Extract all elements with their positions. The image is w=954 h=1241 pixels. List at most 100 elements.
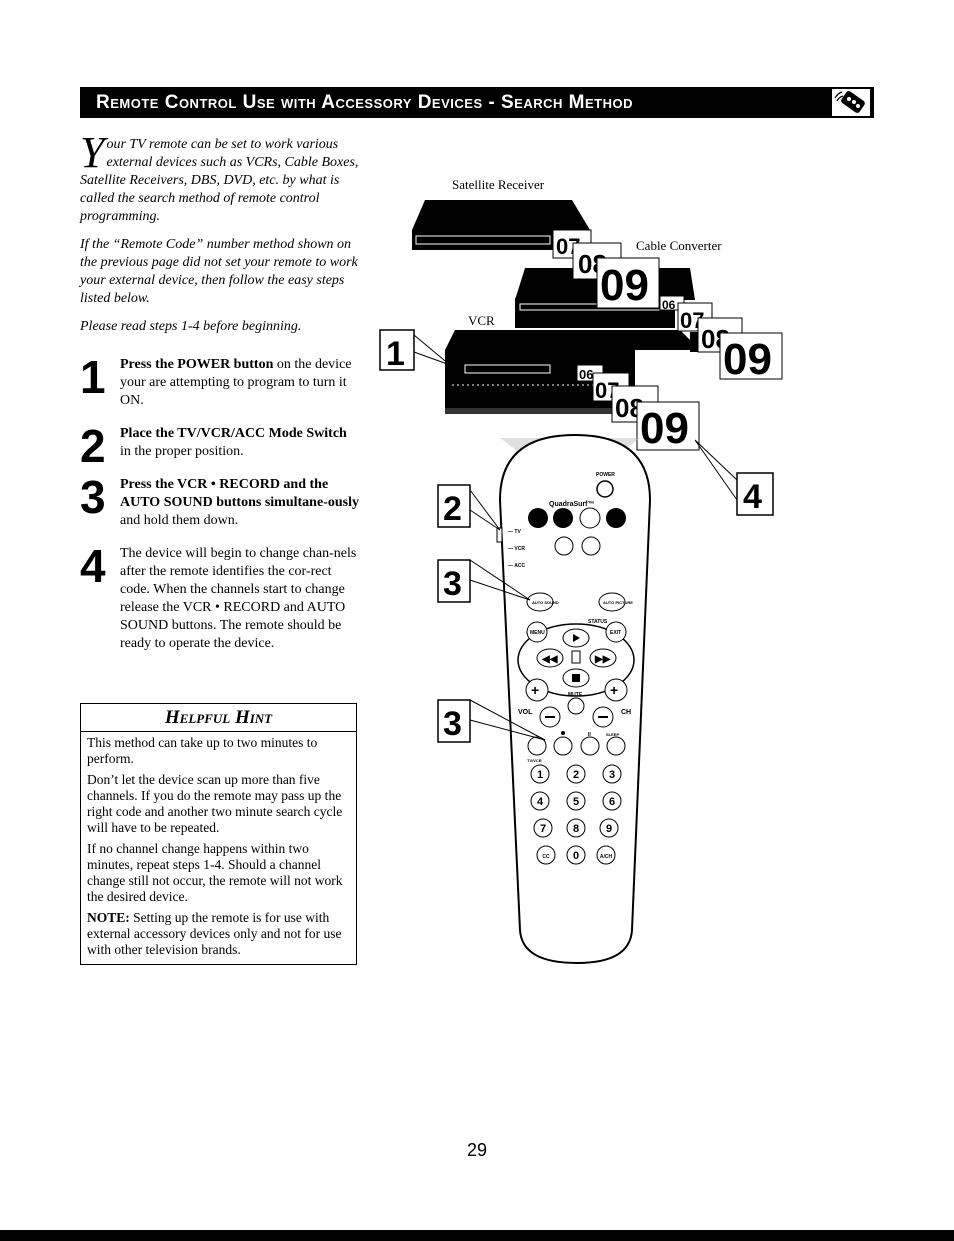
- svg-text:0: 0: [573, 850, 579, 862]
- svg-text:▶▶: ▶▶: [594, 654, 612, 665]
- smiley-button[interactable]: [581, 536, 601, 556]
- vcr-label: VCR: [468, 313, 495, 328]
- svg-text:3: 3: [443, 705, 462, 743]
- svg-text:6: 6: [609, 796, 615, 808]
- mode-switch[interactable]: [496, 527, 503, 543]
- hint-title: Helpful Hint: [81, 704, 356, 732]
- step-4: 4 The device will begin to change chan-n…: [80, 543, 360, 670]
- tv-vcr-button[interactable]: [527, 736, 547, 756]
- step-body: in the proper position.: [120, 444, 244, 459]
- svg-text:3: 3: [609, 769, 615, 781]
- svg-text:TV/VCR: TV/VCR: [527, 758, 542, 763]
- svg-text:A/CH: A/CH: [600, 854, 613, 860]
- step-number: 2: [80, 420, 106, 472]
- svg-text:8: 8: [573, 823, 579, 835]
- pause-button[interactable]: [580, 736, 600, 756]
- channel-up-button[interactable]: [604, 678, 628, 702]
- digit-button[interactable]: [566, 791, 586, 811]
- digit-button[interactable]: [566, 818, 586, 838]
- svg-text:SLEEP: SLEEP: [606, 732, 619, 737]
- quadrasurf-button[interactable]: [553, 508, 573, 528]
- digit-button[interactable]: [599, 818, 619, 838]
- step-3: 3 Press the VCR • RECORD and the AUTO SO…: [80, 471, 360, 532]
- svg-text:3: 3: [443, 565, 462, 603]
- svg-text:CC: CC: [542, 854, 550, 860]
- callout-2: 2: [437, 484, 501, 531]
- digit-button[interactable]: [566, 845, 586, 865]
- intro-paragraph-1: our TV remote can be set to work various…: [80, 137, 359, 224]
- fast-forward-button[interactable]: [589, 648, 617, 668]
- svg-text:9: 9: [606, 823, 612, 835]
- device-illustration: 07 08 09 06 07 08 09 06 07 08 09 POWER Q…: [379, 200, 783, 965]
- digit-button[interactable]: [530, 764, 550, 784]
- remote-icon: [832, 89, 870, 116]
- auto-sound-button[interactable]: [526, 592, 554, 612]
- step-1: 1 Press the POWER button on the device y…: [80, 354, 360, 411]
- sleep-button[interactable]: [606, 736, 626, 756]
- satellite-channel-display: 07 08 09: [552, 229, 660, 310]
- intro-paragraph-3: Please read steps 1-4 before beginning.: [80, 319, 302, 334]
- svg-text:4: 4: [743, 478, 762, 516]
- smiley-button[interactable]: [554, 536, 574, 556]
- cable-channel-display: 06 07 08 09: [659, 295, 783, 384]
- digit-button[interactable]: [602, 791, 622, 811]
- auto-picture-button[interactable]: [598, 592, 626, 612]
- svg-text:4: 4: [537, 796, 544, 808]
- header-title: Remote Control Use with Accessory Device…: [96, 92, 634, 113]
- callout-3a: 3: [437, 559, 531, 603]
- svg-text:— VCR: — VCR: [508, 546, 525, 552]
- satellite-receiver-device: [412, 200, 590, 250]
- quadrasurf-button[interactable]: [606, 508, 626, 528]
- svg-text:MENU: MENU: [530, 630, 545, 636]
- alt-channel-button[interactable]: [596, 845, 616, 865]
- vcr-channel-display: 06 07 08 09: [576, 364, 700, 453]
- mute-button[interactable]: [567, 697, 585, 715]
- digit-button[interactable]: [566, 764, 586, 784]
- svg-text:09: 09: [723, 335, 772, 384]
- callout-1: 1: [379, 329, 451, 373]
- svg-text:06: 06: [662, 298, 676, 312]
- svg-text:— TV: — TV: [508, 529, 521, 535]
- step-number: 3: [80, 471, 106, 523]
- svg-text:— ACC: — ACC: [508, 563, 525, 569]
- svg-text:AUTO SOUND: AUTO SOUND: [532, 600, 559, 605]
- rewind-button[interactable]: [536, 648, 564, 668]
- svg-text:5: 5: [573, 796, 579, 808]
- digit-button[interactable]: [533, 818, 553, 838]
- quadrasurf-button[interactable]: [528, 508, 548, 528]
- svg-text:06: 06: [579, 367, 593, 382]
- svg-text:09: 09: [600, 261, 649, 310]
- svg-text:1: 1: [537, 769, 543, 781]
- hint-note: NOTE: Setting up the remote is for use w…: [87, 910, 342, 957]
- exit-button[interactable]: [605, 621, 627, 643]
- svg-text:2: 2: [573, 769, 579, 781]
- digit-button[interactable]: [530, 791, 550, 811]
- bottom-bar: [0, 1230, 954, 1241]
- svg-text:2: 2: [443, 490, 462, 528]
- svg-text:◀◀: ◀◀: [541, 654, 558, 665]
- svg-text:09: 09: [640, 404, 689, 453]
- section-header: Remote Control Use with Accessory Device…: [80, 87, 874, 118]
- step-body: on the device your are attempting to pro…: [120, 357, 352, 408]
- svg-text:CH: CH: [621, 709, 631, 716]
- svg-text:II: II: [588, 732, 591, 738]
- cc-button[interactable]: [536, 845, 556, 865]
- menu-button[interactable]: [526, 621, 548, 643]
- svg-text:7: 7: [540, 823, 546, 835]
- volume-up-button[interactable]: [525, 678, 549, 702]
- intro-paragraph-2: If the “Remote Code” number method shown…: [80, 237, 358, 306]
- callout-3b: 3: [437, 699, 546, 743]
- digit-button[interactable]: [602, 764, 622, 784]
- hint-paragraph: Don’t let the device scan up more than f…: [87, 772, 343, 835]
- satellite-receiver-label: Satellite Receiver: [452, 177, 545, 192]
- hint-paragraph: If no channel change happens within two …: [87, 841, 343, 904]
- svg-text:QuadraSurf™: QuadraSurf™: [549, 501, 595, 508]
- svg-text:POWER: POWER: [596, 472, 615, 478]
- quadrasurf-button[interactable]: [579, 507, 601, 529]
- svg-text:+: +: [531, 682, 539, 698]
- svg-text:1: 1: [386, 335, 405, 373]
- record-button[interactable]: [553, 736, 573, 756]
- svg-text:EXIT: EXIT: [610, 630, 621, 636]
- power-button[interactable]: [596, 480, 614, 498]
